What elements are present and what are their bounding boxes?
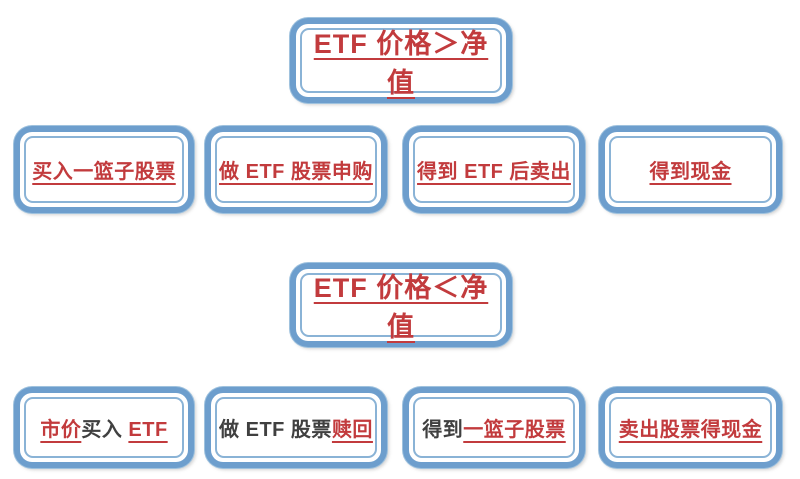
box-buy-basket-of-stocks-label: 买入一篮子股票 xyxy=(32,161,176,183)
box-get-cash-label: 得到现金 xyxy=(649,161,732,183)
box-buy-etf-at-market-price: 市价买入 ETF xyxy=(14,387,194,468)
box-sell-stocks-get-cash: 卖出股票得现金 xyxy=(599,387,782,468)
box-buy-etf-at-market-price-label: 市价买入 ETF xyxy=(40,419,168,441)
box-sell-after-getting-etf: 得到 ETF 后卖出 xyxy=(403,126,585,213)
header-price-below-nav-label: ETF 价格＜净值 xyxy=(313,273,489,342)
box-get-basket-of-stocks: 得到一篮子股票 xyxy=(403,387,585,468)
box-get-cash: 得到现金 xyxy=(599,126,782,213)
box-etf-redemption: 做 ETF 股票赎回 xyxy=(205,387,387,468)
header-box-price-below-nav: ETF 价格＜净值 xyxy=(290,263,512,347)
header-box-price-below-nav-frame: ETF 价格＜净值 xyxy=(296,269,506,342)
header-box-price-above-nav-frame: ETF 价格＞净值 xyxy=(296,24,506,98)
box-sell-stocks-get-cash-label: 卖出股票得现金 xyxy=(618,419,763,441)
box-etf-redemption-label: 做 ETF 股票赎回 xyxy=(219,419,373,441)
box-etf-subscription-label: 做 ETF 股票申购 xyxy=(219,161,373,183)
header-price-above-nav-label: ETF 价格＞净值 xyxy=(313,28,489,98)
box-sell-after-getting-etf-label: 得到 ETF 后卖出 xyxy=(417,161,571,183)
header-box-price-above-nav: ETF 价格＞净值 xyxy=(290,18,512,103)
box-etf-subscription: 做 ETF 股票申购 xyxy=(205,126,387,213)
box-get-basket-of-stocks-label: 得到一篮子股票 xyxy=(422,419,566,441)
box-buy-basket-of-stocks: 买入一篮子股票 xyxy=(14,126,194,213)
